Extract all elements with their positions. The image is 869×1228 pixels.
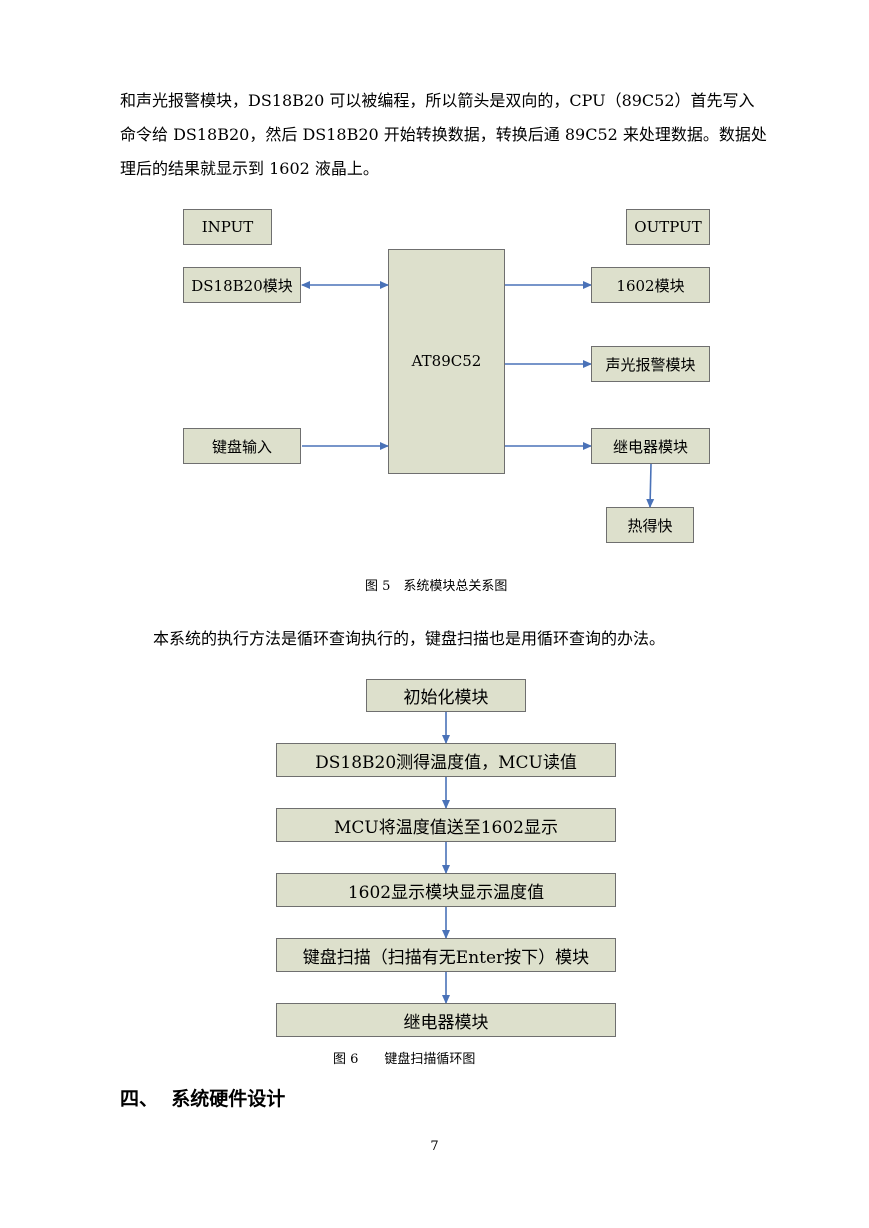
relay-module-box: 继电器模块 (591, 428, 710, 464)
heater-box: 热得快 (606, 507, 694, 543)
figure-5-caption: 图 5 系统模块总关系图 (365, 579, 508, 594)
ds18b20-module-box: DS18B20模块 (183, 267, 301, 303)
keyboard-input-box: 键盘输入 (183, 428, 301, 464)
figure-6-caption: 图 6 键盘扫描循环图 (333, 1052, 476, 1067)
page-number: 7 (430, 1139, 439, 1154)
arrow-relay-heater (646, 463, 655, 508)
intro-line-1: 和声光报警模块，DS18B20 可以被编程，所以箭头是双向的，CPU（89C52… (120, 91, 755, 110)
flow-step-send-to-lcd: MCU将温度值送至1602显示 (276, 808, 616, 842)
intro-line-2: 命令给 DS18B20，然后 DS18B20 开始转换数据，转换后通 89C52… (120, 125, 767, 144)
section-heading: 四、 系统硬件设计 (120, 1088, 286, 1110)
flow-step-read-temp: DS18B20测得温度值，MCU读值 (276, 743, 616, 777)
alarm-module-box: 声光报警模块 (591, 346, 710, 382)
lcd-module-box: 1602模块 (591, 267, 710, 303)
input-label-box: INPUT (183, 209, 272, 245)
flow-step-init: 初始化模块 (366, 679, 526, 712)
mcu-box: AT89C52 (388, 249, 505, 474)
output-label-box: OUTPUT (626, 209, 710, 245)
flow-step-keyboard-scan: 键盘扫描（扫描有无Enter按下）模块 (276, 938, 616, 972)
flow-step-relay: 继电器模块 (276, 1003, 616, 1037)
flow-step-lcd-display: 1602显示模块显示温度值 (276, 873, 616, 907)
intro-line-3: 理后的结果就显示到 1602 液晶上。 (120, 159, 379, 178)
paragraph-2: 本系统的执行方法是循环查询执行的，键盘扫描也是用循环查询的办法。 (153, 629, 666, 648)
